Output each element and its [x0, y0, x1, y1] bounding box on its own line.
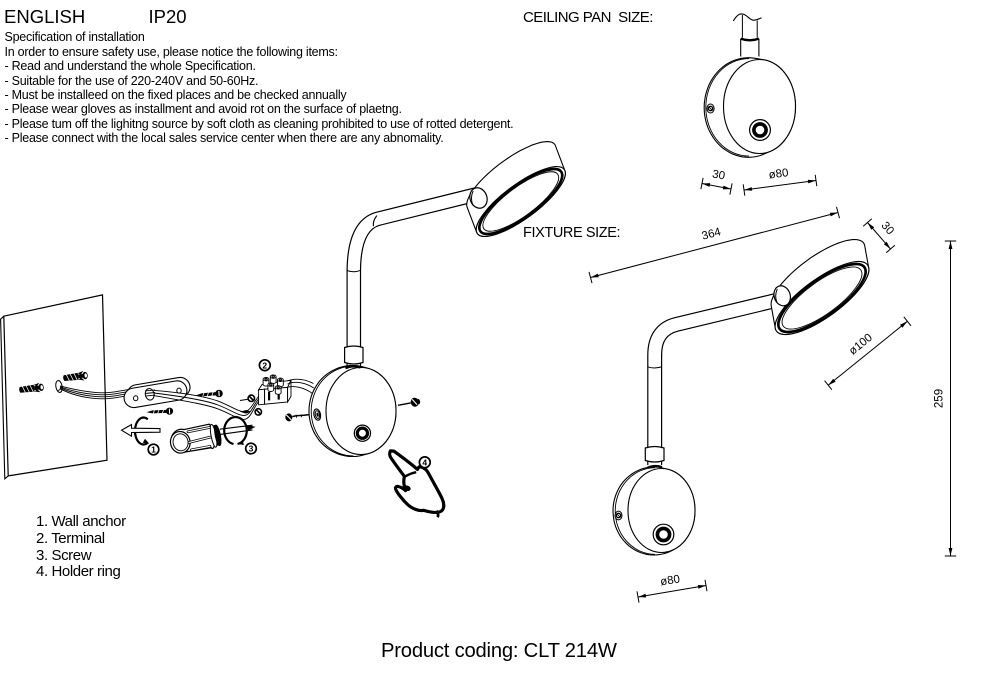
svg-text:30: 30 [879, 220, 896, 238]
svg-text:ø80: ø80 [659, 573, 681, 588]
svg-text:259: 259 [934, 389, 946, 408]
svg-text:364: 364 [701, 226, 723, 243]
svg-text:2: 2 [262, 360, 267, 370]
svg-text:ø100: ø100 [847, 332, 875, 358]
svg-text:30: 30 [711, 168, 726, 182]
svg-text:ø80: ø80 [768, 167, 789, 181]
svg-text:4: 4 [422, 457, 427, 467]
svg-text:1: 1 [151, 445, 156, 455]
svg-text:3: 3 [249, 444, 254, 454]
